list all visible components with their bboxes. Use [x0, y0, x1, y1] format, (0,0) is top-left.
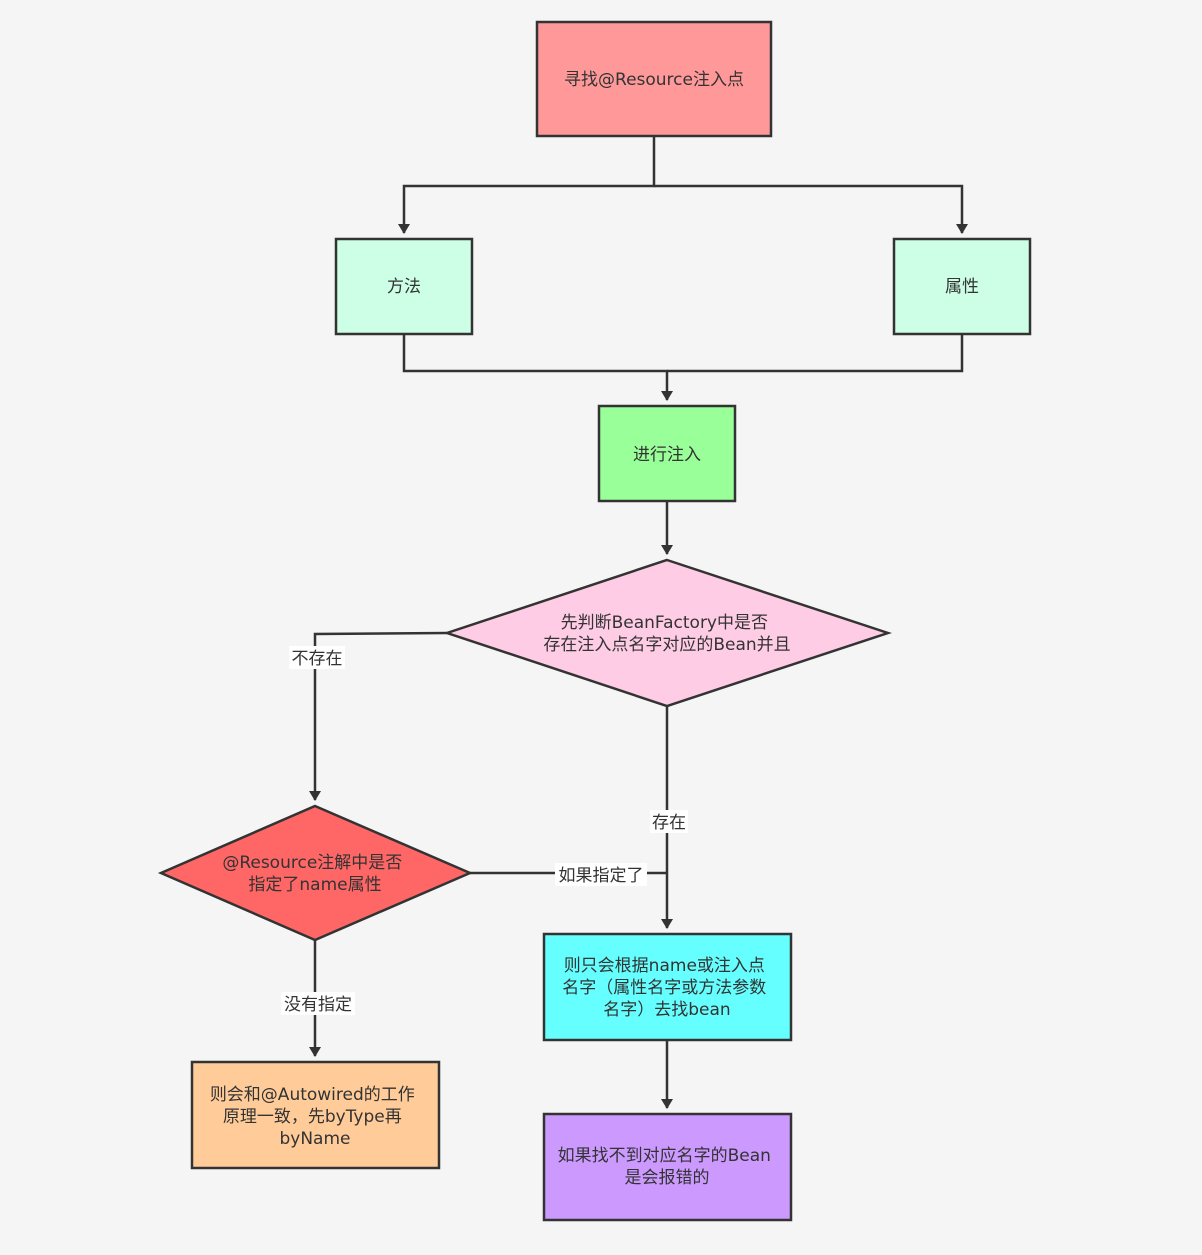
edge-label-exist: 存在: [650, 810, 688, 833]
edge-label-if-specified-text: 如果指定了: [559, 866, 644, 886]
node-inject-text: 进行注入: [633, 445, 701, 465]
edge-field-to-inject: [667, 334, 964, 373]
node-check-name-line-1: @Resource注解中是否: [222, 853, 402, 873]
node-autowired: 则会和@Autowired的工作 原理一致，先byType再 byName: [190, 1060, 441, 1170]
edge-label-not-exist: 不存在: [289, 646, 345, 669]
node-error-shape: [542, 1112, 793, 1222]
node-by-name-line-3: 名字）去找bean: [603, 1000, 730, 1020]
edge-label-not-exist-bg: [289, 646, 345, 669]
edge-label-not-exist-text: 不存在: [292, 649, 343, 669]
node-check-name-line-2: 指定了name属性: [248, 875, 381, 895]
node-field-line-1: 属性: [945, 277, 979, 297]
node-error: 如果找不到对应名字的Bean 是会报错的: [542, 1112, 793, 1222]
node-by-name-shape: [542, 932, 793, 1042]
node-method-line-1: 方法: [387, 277, 421, 297]
node-check-bean-text: 先判断BeanFactory中是否 存在注入点名字对应的Bean并且: [543, 613, 790, 655]
node-error-line-2: 是会报错的: [625, 1168, 710, 1188]
node-inject-line-1: 进行注入: [633, 445, 701, 465]
edge-label-if-specified: 如果指定了: [555, 863, 647, 886]
node-field-shape: [892, 237, 1032, 336]
node-start-shape: [535, 20, 773, 138]
edge-start-to-field: [654, 184, 968, 234]
edges: [309, 136, 968, 1109]
node-method: 方法: [334, 237, 474, 336]
node-check-bean-line-1: 先判断BeanFactory中是否: [561, 613, 768, 633]
node-autowired-line-2: 原理一致，先byType再: [223, 1107, 402, 1127]
node-by-name: 则只会根据name或注入点 名字（属性名字或方法参数 名字）去找bean: [542, 932, 793, 1042]
node-inject-shape: [597, 404, 737, 503]
edge-label-if-specified-bg: [555, 863, 647, 886]
node-method-shape: [334, 237, 474, 336]
node-start: 寻找@Resource注入点: [535, 20, 773, 138]
edge-label-not-specified-bg: [281, 992, 355, 1015]
node-check-name-shape: [157, 804, 474, 942]
node-field-text: 属性: [945, 277, 979, 297]
edge-label-not-specified-text: 没有指定: [284, 995, 352, 1015]
node-error-line-1: 如果找不到对应名字的Bean: [558, 1146, 771, 1166]
edge-start-to-method: [398, 136, 656, 234]
node-autowired-text: 则会和@Autowired的工作 原理一致，先byType再 byName: [210, 1085, 420, 1149]
edge-label-not-specified: 没有指定: [281, 992, 355, 1015]
node-field: 属性: [892, 237, 1032, 336]
edge-method-to-inject: [402, 334, 673, 401]
node-check-name-text: @Resource注解中是否 指定了name属性: [222, 853, 407, 895]
node-start-text: 寻找@Resource注入点: [564, 70, 744, 90]
node-inject: 进行注入: [597, 404, 737, 503]
node-method-text: 方法: [387, 277, 421, 297]
node-check-bean-line-2: 存在注入点名字对应的Bean并且: [543, 635, 790, 655]
edge-label-exist-bg: [650, 810, 688, 833]
edge-check-bean-not-exist: [309, 631, 448, 801]
node-start-line-1: 寻找@Resource注入点: [564, 70, 744, 90]
node-by-name-line-1: 则只会根据name或注入点: [564, 956, 765, 976]
node-autowired-shape: [190, 1060, 441, 1170]
node-autowired-line-1: 则会和@Autowired的工作: [210, 1085, 415, 1105]
node-check-bean: 先判断BeanFactory中是否 存在注入点名字对应的Bean并且: [443, 558, 892, 708]
node-check-bean-shape: [443, 558, 892, 708]
edge-label-exist-text: 存在: [652, 813, 686, 833]
node-check-name: @Resource注解中是否 指定了name属性: [157, 804, 474, 942]
node-by-name-line-2: 名字（属性名字或方法参数: [562, 978, 766, 998]
node-error-text: 如果找不到对应名字的Bean 是会报错的: [558, 1146, 777, 1188]
node-by-name-text: 则只会根据name或注入点 名字（属性名字或方法参数 名字）去找bean: [562, 956, 771, 1020]
node-autowired-line-3: byName: [279, 1129, 350, 1149]
